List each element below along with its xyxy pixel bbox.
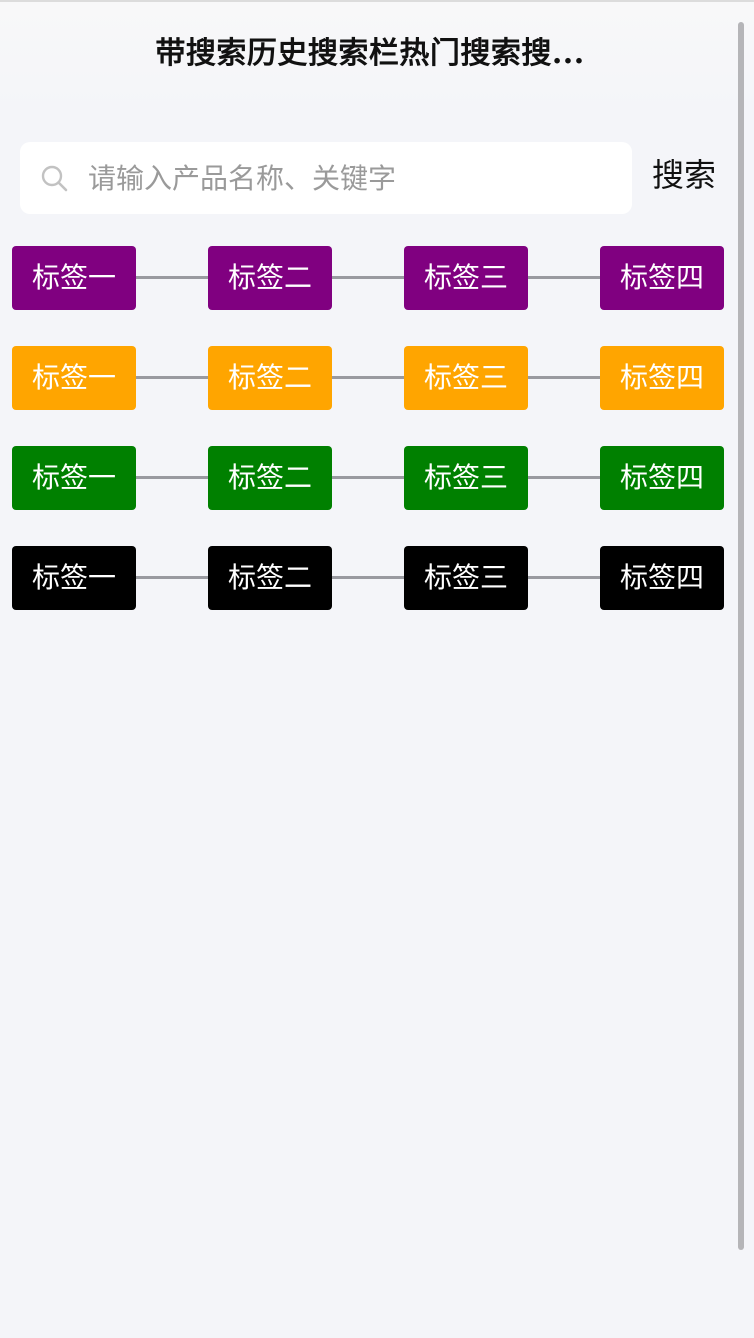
tag-item[interactable]: 标签二 <box>208 546 332 610</box>
tag-item[interactable]: 标签三 <box>404 446 528 510</box>
tag-item[interactable]: 标签一 <box>12 246 136 310</box>
tag-row: 标签一 标签二 标签三 标签四 <box>12 246 724 310</box>
scrollbar[interactable] <box>738 22 744 1250</box>
tag-item[interactable]: 标签四 <box>600 246 724 310</box>
tag-item[interactable]: 标签四 <box>600 346 724 410</box>
tag-row: 标签一 标签二 标签三 标签四 <box>12 346 724 410</box>
tag-item[interactable]: 标签一 <box>12 546 136 610</box>
tag-item[interactable]: 标签三 <box>404 546 528 610</box>
search-button[interactable]: 搜索 <box>652 150 716 200</box>
tag-item[interactable]: 标签三 <box>404 346 528 410</box>
tag-row: 标签一 标签二 标签三 标签四 <box>12 446 724 510</box>
search-bar <box>20 142 632 214</box>
tag-row: 标签一 标签二 标签三 标签四 <box>12 546 724 610</box>
tag-item[interactable]: 标签二 <box>208 346 332 410</box>
tag-item[interactable]: 标签一 <box>12 446 136 510</box>
tag-item[interactable]: 标签二 <box>208 446 332 510</box>
tag-item[interactable]: 标签三 <box>404 246 528 310</box>
tag-connector-line <box>74 576 662 579</box>
tag-connector-line <box>74 276 662 279</box>
page-title: 带搜索历史搜索栏热门搜索搜... <box>155 36 585 71</box>
search-icon <box>40 164 68 192</box>
search-input[interactable] <box>88 142 618 214</box>
tag-item[interactable]: 标签四 <box>600 446 724 510</box>
tag-item[interactable]: 标签四 <box>600 546 724 610</box>
tag-item[interactable]: 标签二 <box>208 246 332 310</box>
tag-connector-line <box>74 476 662 479</box>
tag-item[interactable]: 标签一 <box>12 346 136 410</box>
tag-connector-line <box>74 376 662 379</box>
